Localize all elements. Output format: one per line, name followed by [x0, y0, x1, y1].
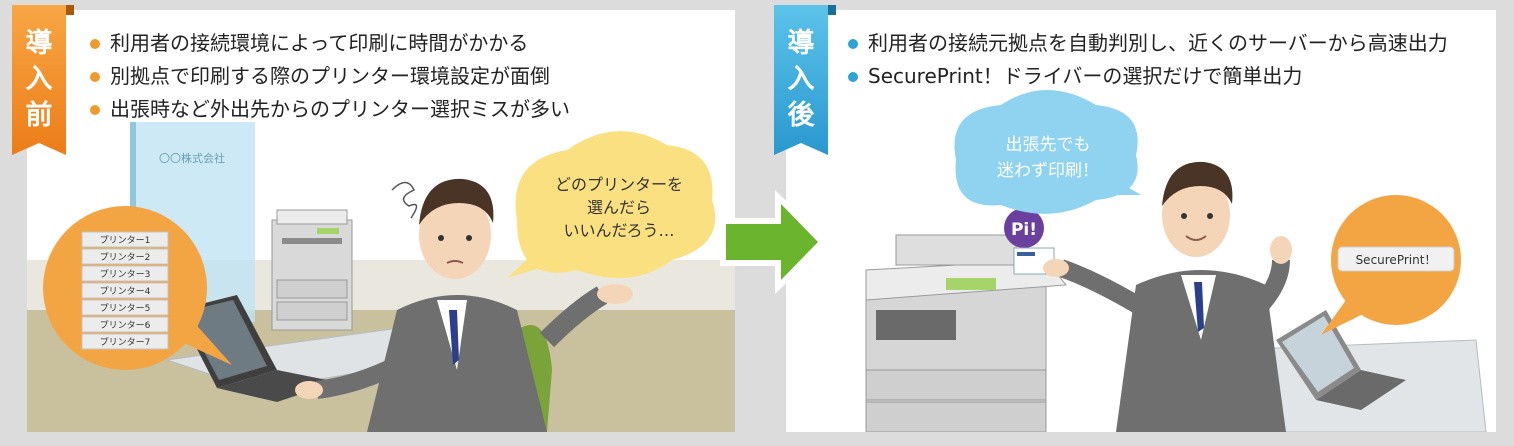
- printer-list-item-label: プリンター4: [100, 286, 151, 297]
- speech-bubble-before: どのプリンターを 選んだら いいんだろう…: [507, 131, 716, 278]
- printer-list-item-label: プリンター7: [100, 337, 151, 348]
- printer-list-bubble: プリンター1 プリンター2 プリンター3 プリンター4 プリンター5 プリンター6 プリンタ…: [43, 206, 232, 370]
- after-badge-char-2: 入: [787, 64, 815, 95]
- speech-line-3: いいんだろう…: [563, 221, 674, 240]
- after-panel: Pi!: [786, 10, 1496, 432]
- printer-list-item[interactable]: [81, 299, 169, 316]
- printer-list-item-label: プリンター2: [100, 252, 151, 263]
- printer-list-item[interactable]: [81, 316, 169, 333]
- after-illustration: Pi!: [786, 10, 1496, 432]
- before-bullet: 別拠点で印刷する際のプリンター環境設定が面倒: [90, 60, 570, 93]
- after-bullet-text: 利用者の接続元拠点を自動判別し、近くのサーバーから高速出力: [868, 31, 1448, 55]
- before-bullet-text: 別拠点で印刷する際のプリンター環境設定が面倒: [110, 64, 550, 88]
- pi-logo-text: Pi!: [1011, 220, 1037, 240]
- before-bullet: 利用者の接続環境によって印刷に時間がかかる: [90, 27, 570, 60]
- bullet-dot: [848, 71, 858, 82]
- before-bullet-text: 出張時など外出先からのプリンター選択ミスが多い: [110, 97, 570, 121]
- bullet-dot: [90, 71, 100, 82]
- after-bullet: SecurePrint！ドライバーの選択だけで簡単出力: [848, 60, 1448, 93]
- confused-scribble: [391, 181, 418, 219]
- bullet-dot: [90, 38, 100, 49]
- speech-line-1: どのプリンターを: [555, 175, 683, 194]
- printer-list-item-label: プリンター5: [100, 303, 151, 314]
- pi-logo-badge: Pi!: [1004, 208, 1044, 248]
- printer-list-item[interactable]: [81, 231, 169, 248]
- after-badge-fold: [828, 5, 836, 15]
- printer-illustration: [271, 209, 353, 331]
- bullet-dot: [90, 104, 100, 115]
- before-badge: 導 入 前: [12, 5, 66, 155]
- speech-line-2: 迷わず印刷！: [997, 161, 1099, 181]
- laptop-illustration: [1276, 310, 1406, 410]
- before-badge-char-1: 導: [25, 28, 53, 59]
- speech-line-1: 出張先でも: [1006, 135, 1091, 155]
- before-bullet-text: 利用者の接続環境によって印刷に時間がかかる: [110, 31, 529, 55]
- printer-list-item-label: プリンター6: [100, 320, 151, 331]
- after-bullet: 利用者の接続元拠点を自動判別し、近くのサーバーから高速出力: [848, 27, 1448, 60]
- before-illustration: 〇〇株式会社: [27, 10, 735, 432]
- printer-list-item[interactable]: [81, 265, 169, 282]
- before-badge-fold: [66, 5, 74, 15]
- laptop-illustration: [177, 295, 337, 402]
- before-panel: 〇〇株式会社: [27, 10, 735, 432]
- speech-line-2: 選んだら: [587, 198, 651, 217]
- smiling-businessman: [1043, 161, 1292, 432]
- before-bullet: 出張時など外出先からのプリンター選択ミスが多い: [90, 93, 570, 126]
- door-sign: 〇〇株式会社: [159, 151, 225, 165]
- printer-list-item[interactable]: [81, 282, 169, 299]
- after-bullet-list: 利用者の接続元拠点を自動判別し、近くのサーバーから高速出力 SecurePrin…: [848, 27, 1448, 93]
- printer-list-item[interactable]: [81, 333, 169, 350]
- before-badge-char-3: 前: [25, 100, 53, 131]
- before-badge-char-2: 入: [25, 64, 53, 95]
- transition-arrow-icon: [720, 190, 828, 294]
- after-badge-char-1: 導: [787, 28, 815, 59]
- after-badge-char-3: 後: [787, 100, 815, 131]
- after-badge: 導 入 後: [774, 5, 828, 155]
- worried-businessman: [295, 178, 633, 432]
- secureprint-label: SecurePrint！: [1356, 253, 1437, 267]
- after-bullet-text: SecurePrint！ドライバーの選択だけで簡単出力: [868, 64, 1303, 88]
- speech-bubble-after: 出張先でも 迷わず印刷！: [954, 90, 1141, 214]
- secureprint-bubble: SecurePrint！: [1321, 195, 1461, 335]
- printer-list-item-label: プリンター3: [100, 269, 151, 280]
- bullet-dot: [848, 38, 858, 49]
- printer-list-item[interactable]: [81, 248, 169, 265]
- before-bullet-list: 利用者の接続環境によって印刷に時間がかかる 別拠点で印刷する際のプリンター環境設…: [90, 27, 570, 126]
- printer-list-item-label: プリンター1: [100, 235, 151, 246]
